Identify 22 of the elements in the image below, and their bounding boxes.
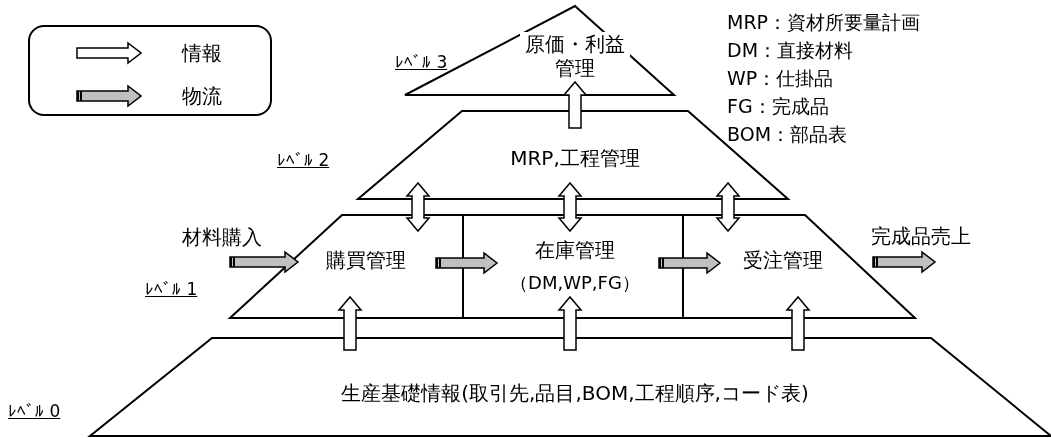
node-label: 受注管理: [743, 248, 823, 272]
level-label: ﾚﾍﾞﾙ 2: [277, 149, 330, 172]
node-label: MRP,工程管理: [510, 146, 640, 170]
pyramid-apex: [405, 6, 674, 95]
level-label: ﾚﾍﾞﾙ 3: [395, 51, 448, 74]
abbreviation-note: WP：仕掛品: [727, 66, 834, 90]
pyramid-tier: [90, 338, 1051, 436]
legend-label: 情報: [182, 41, 222, 65]
abbreviation-note: MRP：資材所要量計画: [727, 10, 921, 34]
legend-label: 物流: [182, 84, 222, 108]
node-label: 購買管理: [326, 248, 406, 272]
node-label: 生産基礎情報(取引先,品目,BOM,工程順序,コード表): [341, 381, 809, 405]
abbreviation-note: DM：直接材料: [727, 38, 854, 62]
node-label: 材料購入: [182, 225, 262, 249]
node-label: 原価・利益管理: [520, 32, 630, 80]
node-label: 在庫管理: [535, 238, 615, 262]
abbreviation-note: BOM：部品表: [727, 122, 848, 146]
level-label: ﾚﾍﾞﾙ 0: [8, 400, 61, 423]
level-label: ﾚﾍﾞﾙ 1: [145, 278, 198, 301]
node-label: 完成品売上: [871, 224, 971, 248]
node-sublabel: （DM,WP,FG）: [510, 271, 640, 295]
abbreviation-note: FG：完成品: [727, 94, 829, 118]
